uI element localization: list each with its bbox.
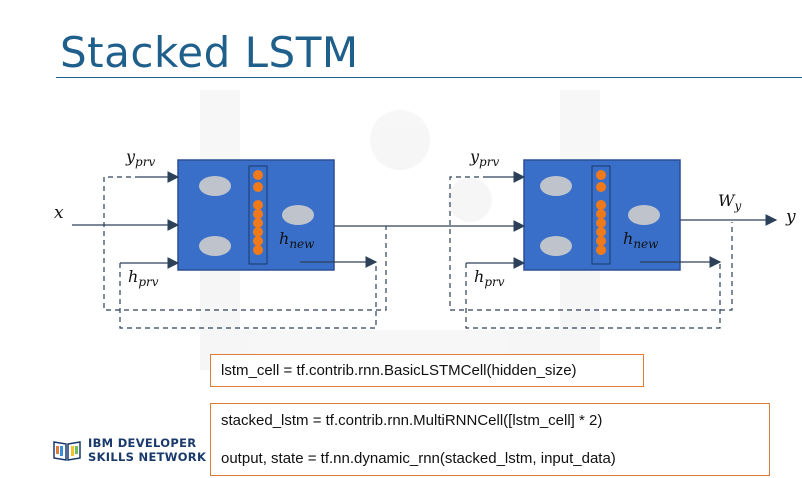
code-line-stacked-lstm: stacked_lstm = tf.contrib.rnn.MultiRNNCe… [221, 412, 603, 429]
lstm-cell-2 [523, 159, 681, 271]
cell-2-units [596, 170, 606, 255]
code-line-dynamic-rnn: output, state = tf.nn.dynamic_rnn(stacke… [221, 450, 616, 467]
connections [72, 171, 778, 269]
input-x-label: x [54, 203, 64, 223]
cell-2-gate-top [540, 176, 572, 196]
cell-1-hprev-label: hprv [128, 267, 159, 289]
cell-2-hprev-label: hprv [474, 267, 505, 289]
cell-1-gate-bottom [199, 236, 231, 256]
cell-1-units [253, 170, 263, 255]
cell-1-yprev-label: yprv [125, 147, 155, 169]
cell-1-ytrace [103, 176, 387, 311]
cell-1-htrace [119, 262, 377, 329]
cell-2-yprev-label: yprv [469, 147, 499, 169]
code-box-stacked: stacked_lstm = tf.contrib.rnn.MultiRNNCe… [210, 403, 770, 476]
cell-1-gate-output [282, 205, 314, 225]
logo-line-1: IBM DEVELOPER [88, 436, 197, 450]
cell-2-ytrace [449, 176, 733, 311]
code-box-cell: lstm_cell = tf.contrib.rnn.BasicLSTMCell… [210, 354, 644, 387]
feedback-loops [103, 176, 733, 329]
book-icon [53, 441, 81, 461]
cell-1-hnew-label: hnew [279, 229, 315, 251]
cell-2-gate-bottom [540, 236, 572, 256]
cell-2-gate-output [628, 205, 660, 225]
cell-2-hidden-units [591, 165, 611, 265]
logo-line-2: SKILLS NETWORK [88, 450, 207, 464]
cell-1-hidden-units [248, 165, 268, 265]
code-line-lstm-cell: lstm_cell = tf.contrib.rnn.BasicLSTMCell… [221, 362, 577, 379]
cell-2-weight-label: Wy [718, 191, 741, 213]
cell-2-hnew-label: hnew [623, 229, 659, 251]
diagram-labels: x y yprv hprv hnew yprv hprv hnew Wy [54, 147, 796, 289]
ibm-logo: IBM DEVELOPER SKILLS NETWORK [52, 436, 206, 464]
title-divider [56, 77, 802, 78]
output-y-label: y [785, 207, 796, 227]
lstm-cell-1 [177, 159, 335, 271]
cell-2-htrace [465, 262, 721, 329]
cell-1-gate-top [199, 176, 231, 196]
slide-title: Stacked LSTM [60, 28, 359, 77]
